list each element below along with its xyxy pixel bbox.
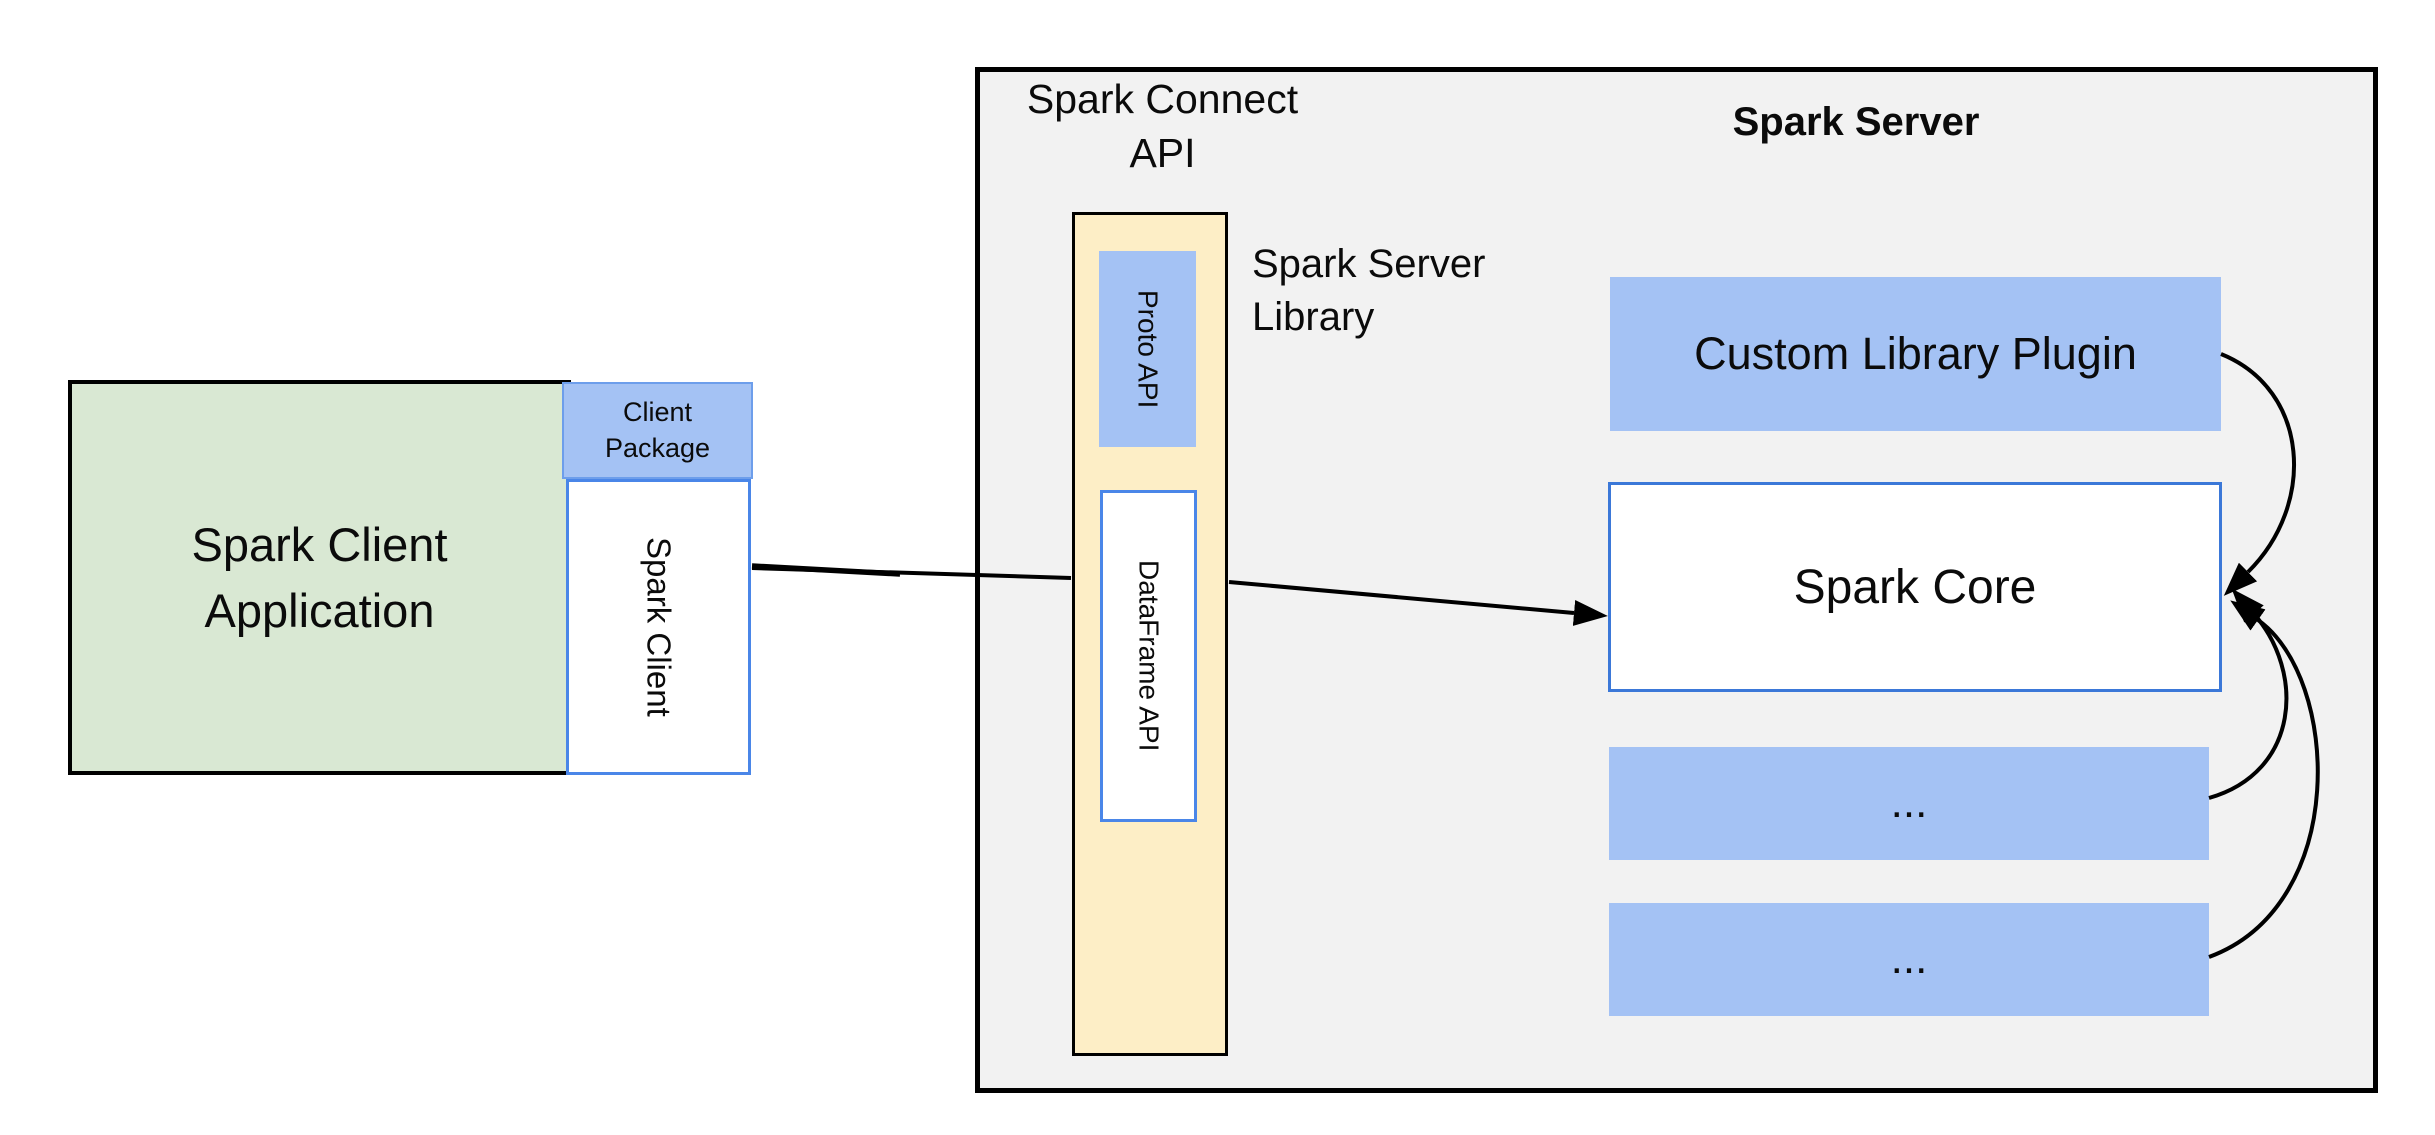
proto-api-box: Proto API [1099, 251, 1196, 447]
ellipsis-top-label: ... [1890, 778, 1928, 828]
arrow-client-to-connect-api [751, 563, 901, 577]
proto-api-label: Proto API [1132, 289, 1164, 409]
custom-library-plugin-box: Custom Library Plugin [1610, 277, 2221, 431]
dataframe-api-label: DataFrame API [1133, 560, 1165, 752]
dataframe-api-box: DataFrame API [1100, 490, 1197, 822]
spark-client-box: Spark Client [566, 479, 751, 775]
ellipsis-box-top: ... [1609, 747, 2209, 860]
spark-client-application-box: Spark Client Application [68, 380, 571, 775]
ellipsis-bottom-label: ... [1890, 934, 1928, 984]
spark-core-label: Spark Core [1793, 560, 2037, 614]
client-package-box: Client Package [562, 382, 753, 479]
custom-library-plugin-label: Custom Library Plugin [1694, 328, 2137, 379]
spark-server-title: Spark Server [1732, 100, 1980, 144]
spark-core-box: Spark Core [1608, 482, 2222, 692]
ellipsis-box-bottom: ... [1609, 903, 2209, 1016]
spark-connect-api-title: Spark Connect API [1026, 76, 1299, 177]
client-package-label: Client Package [604, 396, 711, 463]
spark-client-label: Spark Client [640, 537, 678, 717]
spark-server-library-label: Spark Server Library [1252, 242, 1486, 340]
spark-client-application-label: Spark Client Application [191, 517, 448, 637]
